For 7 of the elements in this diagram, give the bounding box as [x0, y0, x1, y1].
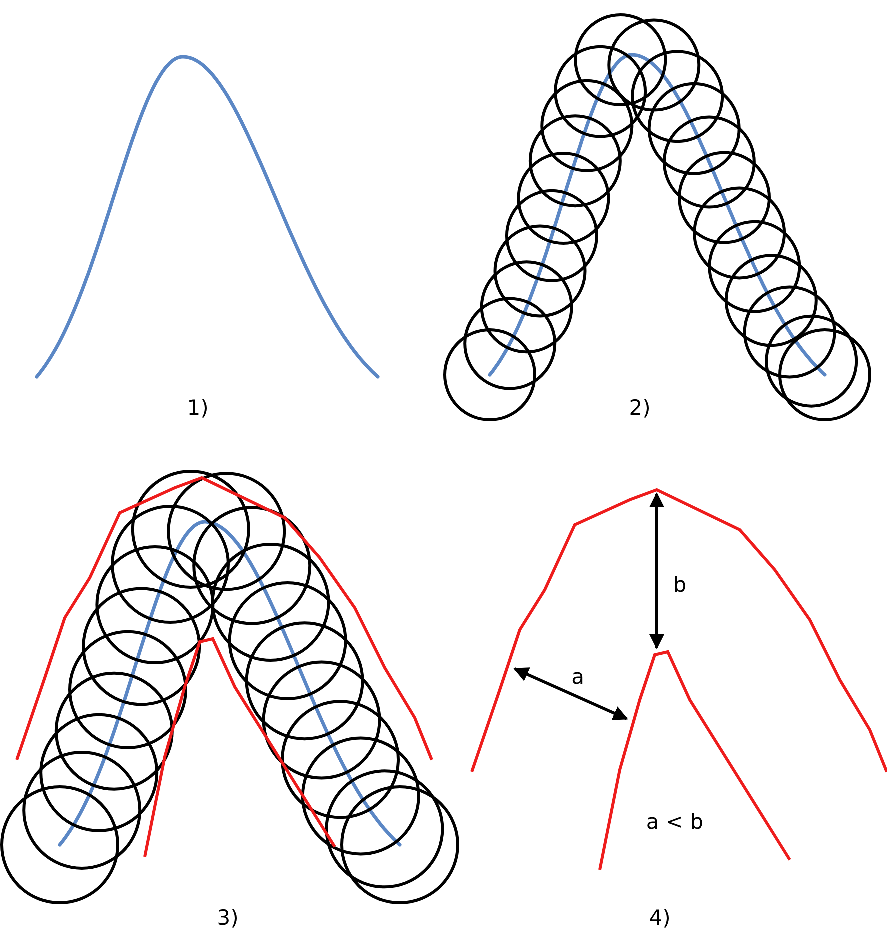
- inequality-label: a < b: [646, 810, 704, 834]
- panel-number: 4): [649, 906, 671, 930]
- panel-number: 3): [217, 906, 239, 930]
- dimension-label: a: [572, 665, 584, 689]
- panel-number: 1): [187, 396, 209, 420]
- dimension-label: b: [673, 573, 687, 597]
- panel-number: 2): [629, 396, 651, 420]
